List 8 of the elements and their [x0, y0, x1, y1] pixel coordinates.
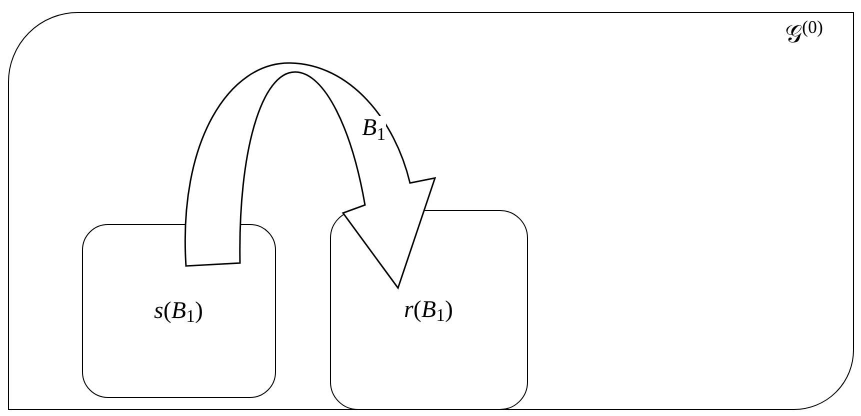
- block-arrow: [184, 62, 436, 289]
- vertex-box: [82, 224, 276, 398]
- graph-label: 𝒢$^{(0)}$: [785, 22, 823, 48]
- vertex-label: r(B$_{1}$): [404, 298, 453, 322]
- vertex-box: [330, 210, 528, 410]
- edge-label: B$_{1}$: [362, 116, 386, 140]
- vertex-label: s(B$_{1}$): [154, 298, 203, 322]
- graph-frame: [8, 12, 854, 410]
